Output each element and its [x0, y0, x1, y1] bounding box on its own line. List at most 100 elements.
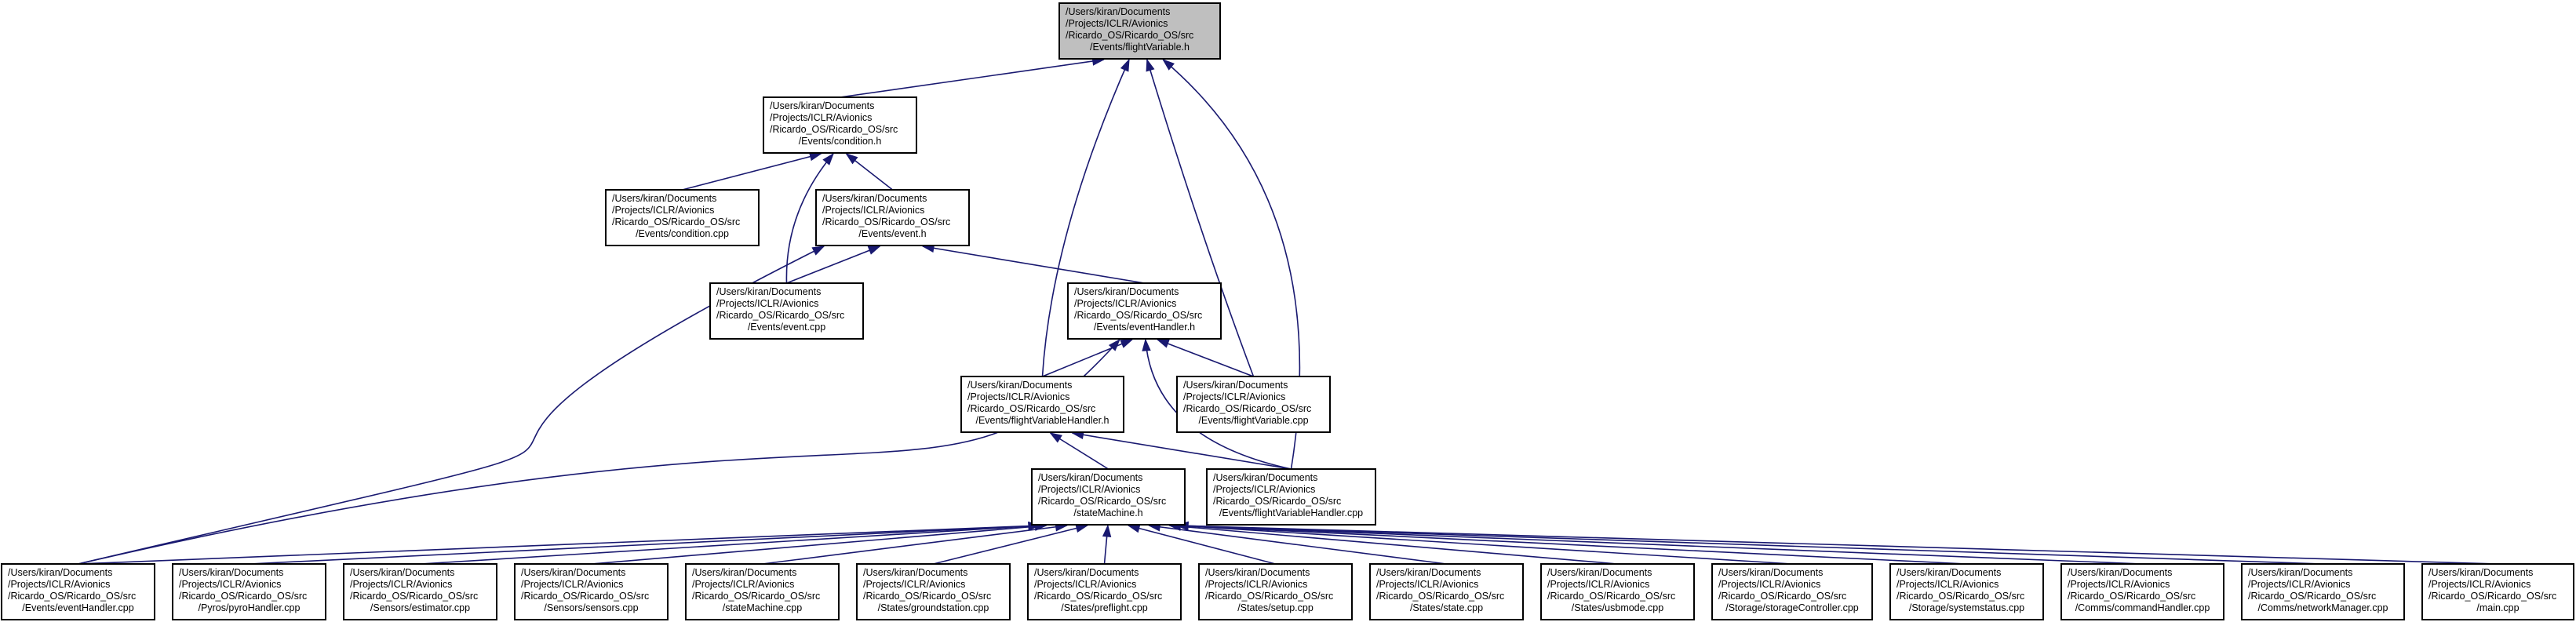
node-event-cpp[interactable]: /Users/kiran/Documents/Projects/ICLR/Avi… [709, 282, 864, 340]
edge-event-handler-cpp-to-event-h [78, 246, 825, 565]
node-event-handler-cpp[interactable]: /Users/kiran/Documents/Projects/ICLR/Avi… [1, 563, 155, 620]
node-label-line: /Projects/ICLR/Avionics [1896, 579, 1998, 590]
node-label-line: /Projects/ICLR/Avionics [863, 579, 965, 590]
node-label-line: /Comms/networkManager.cpp [2257, 602, 2388, 613]
node-box [1889, 563, 2044, 620]
node-condition-h[interactable]: /Users/kiran/Documents/Projects/ICLR/Avi… [763, 96, 917, 154]
node-state-machine-h[interactable]: /Users/kiran/Documents/Projects/ICLR/Avi… [1031, 468, 1186, 526]
node-systemstatus-cpp[interactable]: /Users/kiran/Documents/Projects/ICLR/Avi… [1889, 563, 2044, 620]
edge-flight-variable-handler-h-to-flight-variable-h [1041, 58, 1130, 377]
node-box [1031, 468, 1186, 526]
edge-line [1072, 432, 1292, 470]
node-label-line: /Users/kiran/Documents [521, 567, 625, 578]
edge-arrowhead [1142, 338, 1151, 351]
node-main-cpp[interactable]: /Users/kiran/Documents/Projects/ICLR/Avi… [2421, 563, 2574, 620]
node-state-cpp[interactable]: /Users/kiran/Documents/Projects/ICLR/Avi… [1369, 563, 1524, 620]
node-label-line: /Comms/commandHandler.cpp [2075, 602, 2210, 613]
node-label-line: /Ricardo_OS/Ricardo_OS/src [822, 216, 950, 227]
edge-flight-variable-cpp-to-event-handler-h [1156, 339, 1254, 377]
node-label-line: /Users/kiran/Documents [863, 567, 967, 578]
node-storage-controller-cpp[interactable]: /Users/kiran/Documents/Projects/ICLR/Avi… [1711, 563, 1873, 620]
node-event-handler-h[interactable]: /Users/kiran/Documents/Projects/ICLR/Avi… [1067, 282, 1222, 340]
node-label-line: /Events/condition.h [799, 136, 882, 147]
node-flight-variable-handler-h[interactable]: /Users/kiran/Documents/Projects/ICLR/Avi… [960, 376, 1124, 433]
node-label-line: /Ricardo_OS/Ricardo_OS/src [770, 124, 898, 135]
node-label-line: /States/preflight.cpp [1061, 602, 1148, 613]
node-label-line: /Users/kiran/Documents [1183, 380, 1288, 391]
node-box [605, 189, 760, 246]
node-preflight-cpp[interactable]: /Users/kiran/Documents/Projects/ICLR/Avi… [1027, 563, 1182, 620]
node-command-handler-cpp[interactable]: /Users/kiran/Documents/Projects/ICLR/Avi… [2060, 563, 2224, 620]
node-flight-variable-handler-cpp[interactable]: /Users/kiran/Documents/Projects/ICLR/Avi… [1206, 468, 1376, 526]
node-label-line: /Users/kiran/Documents [8, 567, 112, 578]
edge-arrowhead [1049, 432, 1062, 443]
node-usbmode-cpp[interactable]: /Users/kiran/Documents/Projects/ICLR/Avi… [1540, 563, 1695, 620]
node-sensors-cpp[interactable]: /Users/kiran/Documents/Projects/ICLR/Avi… [514, 563, 669, 620]
node-label-line: /Users/kiran/Documents [612, 193, 716, 204]
edge-arrowhead [1156, 339, 1170, 348]
node-label-line: /Users/kiran/Documents [2248, 567, 2352, 578]
node-flight-variable-cpp[interactable]: /Users/kiran/Documents/Projects/ICLR/Avi… [1176, 376, 1331, 433]
node-label-line: /Ricardo_OS/Ricardo_OS/src [2428, 591, 2556, 602]
edge-state-machine-h-to-flight-variable-handler-h [1049, 432, 1109, 470]
edge-arrowhead [1162, 59, 1175, 71]
node-box [1027, 563, 1182, 620]
node-estimator-cpp[interactable]: /Users/kiran/Documents/Projects/ICLR/Avi… [343, 563, 497, 620]
node-label-line: /Projects/ICLR/Avionics [1038, 484, 1140, 495]
node-label-line: /Events/flightVariable.h [1090, 42, 1190, 53]
edge-event-handler-cpp-to-state-machine-h [78, 521, 1041, 565]
node-groundstation-cpp[interactable]: /Users/kiran/Documents/Projects/ICLR/Avi… [856, 563, 1011, 620]
edge-event-cpp-to-event-h [786, 246, 881, 284]
edge-line [762, 525, 1067, 565]
edge-line [1176, 525, 2143, 565]
node-label-line: /Users/kiran/Documents [1034, 567, 1139, 578]
node-label-line: /Projects/ICLR/Avionics [716, 298, 818, 309]
node-label-line: /Ricardo_OS/Ricardo_OS/src [1183, 403, 1311, 414]
node-label-line: /Ricardo_OS/Ricardo_OS/src [692, 591, 820, 602]
edge-line [1176, 525, 2323, 565]
node-label-line: /Ricardo_OS/Ricardo_OS/src [1376, 591, 1504, 602]
edge-flight-variable-cpp-to-flight-variable-h [1146, 58, 1255, 377]
node-event-h[interactable]: /Users/kiran/Documents/Projects/ICLR/Avi… [815, 189, 970, 246]
node-label-line: /Projects/ICLR/Avionics [1066, 18, 1168, 29]
edge-event-handler-h-to-event-h [921, 243, 1145, 284]
node-box [709, 282, 864, 340]
edge-arrowhead [1120, 339, 1134, 348]
node-label-line: /Ricardo_OS/Ricardo_OS/src [350, 591, 478, 602]
edge-line [1041, 59, 1130, 377]
node-label-line: /Projects/ICLR/Avionics [1376, 579, 1478, 590]
node-label-line: /Users/kiran/Documents [2068, 567, 2172, 578]
node-label-line: /States/setup.cpp [1237, 602, 1314, 613]
node-pyro-handler-cpp[interactable]: /Users/kiran/Documents/Projects/ICLR/Avi… [172, 563, 326, 620]
node-label-line: /States/state.cpp [1410, 602, 1483, 613]
node-network-manager-cpp[interactable]: /Users/kiran/Documents/Projects/ICLR/Avi… [2241, 563, 2405, 620]
node-setup-cpp[interactable]: /Users/kiran/Documents/Projects/ICLR/Avi… [1198, 563, 1353, 620]
node-label-line: /States/groundstation.cpp [878, 602, 989, 613]
node-label-line: /Sensors/estimator.cpp [370, 602, 470, 613]
edge-line [1157, 339, 1254, 377]
node-label-line: /Users/kiran/Documents [822, 193, 927, 204]
node-label-line: /Ricardo_OS/Ricardo_OS/src [1038, 496, 1166, 507]
node-label-line: /Ricardo_OS/Ricardo_OS/src [1213, 496, 1341, 507]
edge-line [1176, 525, 1967, 565]
node-label-line: /Projects/ICLR/Avionics [521, 579, 623, 590]
edge-arrowhead [822, 152, 834, 166]
edge-line [1050, 432, 1109, 470]
node-label-line: /Projects/ICLR/Avionics [1718, 579, 1820, 590]
node-label-line: /Ricardo_OS/Ricardo_OS/src [1547, 591, 1675, 602]
node-label-line: /Projects/ICLR/Avionics [1547, 579, 1649, 590]
node-box [815, 189, 970, 246]
node-box [1540, 563, 1695, 620]
edge-preflight-cpp-to-state-machine-h [1102, 524, 1112, 565]
node-label-line: /Users/kiran/Documents [1038, 472, 1142, 483]
node-label-line: /Users/kiran/Documents [179, 567, 283, 578]
node-flight-variable-h[interactable]: /Users/kiran/Documents/Projects/ICLR/Avi… [1058, 2, 1221, 60]
node-label-line: /Projects/ICLR/Avionics [967, 391, 1069, 402]
node-state-machine-cpp[interactable]: /Users/kiran/Documents/Projects/ICLR/Avi… [685, 563, 840, 620]
node-label-line: /Events/eventHandler.h [1094, 322, 1195, 333]
edge-arrowhead [1127, 524, 1141, 533]
edge-arrowhead [867, 246, 881, 255]
node-condition-cpp[interactable]: /Users/kiran/Documents/Projects/ICLR/Avi… [605, 189, 760, 246]
edge-estimator-cpp-to-state-machine-h [420, 522, 1041, 565]
node-label-line: /Ricardo_OS/Ricardo_OS/src [863, 591, 991, 602]
